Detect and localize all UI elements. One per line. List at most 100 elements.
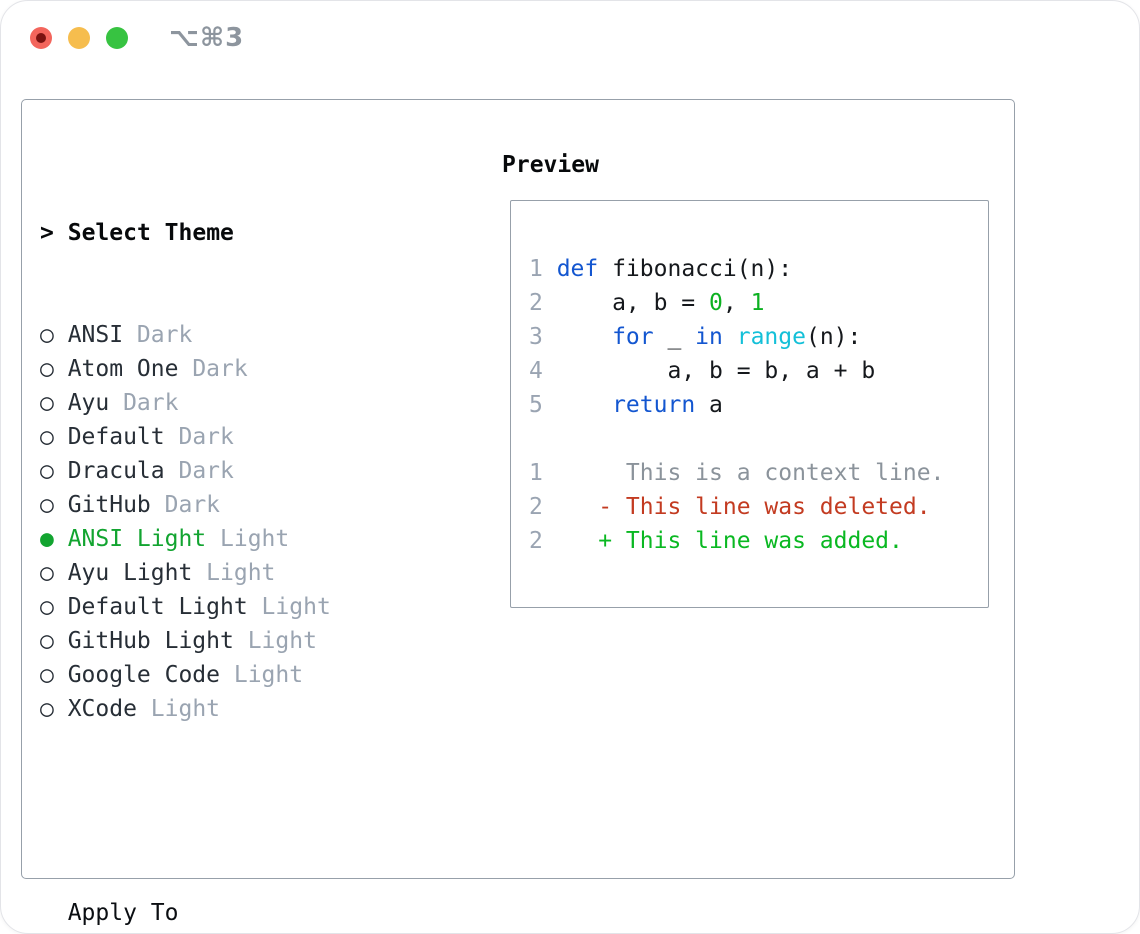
radio-icon: ○ — [40, 322, 54, 348]
theme-name: Default — [67, 424, 165, 450]
code-token-pl: _ — [653, 324, 696, 350]
code-line: 5 return a — [529, 388, 988, 422]
radio-icon: ○ — [40, 594, 54, 620]
code-line — [529, 422, 988, 456]
theme-variant: Light — [233, 628, 317, 654]
radio-selected-icon: ● — [40, 526, 54, 552]
code-token-pl: a, b = b, a + b — [556, 358, 876, 384]
code-token-kw: def — [556, 256, 599, 282]
focus-caret-icon: > — [40, 220, 54, 246]
code-token-num: 1 — [750, 290, 765, 316]
select-theme-header: > Select Theme — [40, 216, 428, 250]
theme-variant: Dark — [164, 424, 234, 450]
theme-selector-column: > Select Theme ○ANSI Dark○Atom One Dark○… — [40, 148, 428, 933]
theme-option-dracula[interactable]: ○Dracula Dark — [40, 454, 428, 488]
main-panel: > Select Theme ○ANSI Dark○Atom One Dark○… — [21, 99, 1015, 926]
line-number: 3 — [529, 324, 543, 350]
radio-icon: ○ — [40, 356, 54, 382]
code-token-pl: fibonacci(n): — [598, 256, 793, 282]
code-token-del: - This line was deleted. — [556, 494, 931, 520]
theme-option-atom-one[interactable]: ○ Atom One Dark — [40, 352, 428, 386]
radio-icon: ○ — [40, 492, 54, 518]
preview-header: Preview — [502, 152, 599, 178]
theme-option-xcode[interactable]: ○ XCode Light — [40, 692, 428, 726]
code-token-fn: range — [736, 324, 806, 350]
line-number — [529, 422, 557, 456]
code-line: 2 + This line was added. — [529, 524, 988, 558]
code-token-pl — [557, 324, 612, 350]
line-number — [529, 218, 557, 252]
theme-variant: Light — [192, 560, 276, 586]
theme-variant: Light — [220, 662, 304, 688]
theme-name: Atom One — [67, 356, 179, 382]
theme-name: Ayu Light — [67, 560, 193, 586]
radio-icon: ○ — [40, 560, 54, 586]
code-line: 3 for _ in range(n): — [529, 320, 988, 354]
minimize-button-icon[interactable] — [68, 27, 90, 49]
close-button-dot — [36, 33, 46, 43]
code-token-num: 0 — [709, 290, 723, 316]
theme-name: Ayu — [67, 390, 110, 416]
code-line — [529, 558, 988, 592]
radio-icon: ○ — [40, 696, 54, 722]
select-theme-header-label: Select Theme — [67, 220, 234, 246]
theme-list: ○ ANSI Dark ○ Atom One Dark ○ Ayu Dark ○ Defaul… — [40, 318, 428, 726]
theme-option-ansi[interactable]: ○ANSI Dark — [40, 318, 428, 352]
theme-variant: Dark — [109, 390, 179, 416]
line-number: 4 — [529, 358, 543, 384]
line-number: 2 — [529, 494, 543, 520]
theme-name: Google Code — [67, 662, 221, 688]
theme-name: GitHub Light — [67, 628, 234, 654]
code-token-pl: a, b = — [556, 290, 710, 316]
code-line: 1 def fibonacci(n): — [529, 252, 988, 286]
theme-option-github-light[interactable]: ○ GitHub Light Light — [40, 624, 428, 658]
line-number: 1 — [529, 460, 543, 486]
line-number: 2 — [529, 528, 543, 554]
theme-variant: Light — [247, 594, 331, 620]
theme-option-ayu[interactable]: ○ Ayu Dark — [40, 386, 428, 420]
code-token-kw: in — [695, 324, 723, 350]
theme-option-default[interactable]: ○ Default Dark — [40, 420, 428, 454]
theme-name: XCode — [67, 696, 137, 722]
line-number — [529, 558, 557, 592]
theme-option-google-code[interactable]: ○ Google Code Light — [40, 658, 428, 692]
code-token-add: + This line was added. — [556, 528, 903, 554]
zoom-button-icon[interactable] — [106, 27, 128, 49]
theme-option-github[interactable]: ○ GitHub Dark — [40, 488, 428, 522]
code-token-ctx: This is a context line. — [556, 460, 945, 486]
radio-icon: ○ — [40, 628, 54, 654]
line-number: 5 — [529, 392, 543, 418]
code-line — [529, 218, 988, 252]
code-line: 2 a, b = 0, 1 — [529, 286, 988, 320]
theme-option-ansi-light[interactable]: ●ANSI Light Light — [40, 522, 428, 556]
theme-variant: Dark — [164, 458, 234, 484]
code-token-kw: return — [612, 392, 696, 418]
apply-to-header: Apply To — [67, 900, 179, 926]
theme-name: GitHub — [67, 492, 151, 518]
theme-variant: Dark — [150, 492, 221, 518]
theme-name: Default Light — [67, 594, 248, 620]
theme-variant: Light — [206, 526, 290, 552]
code-line: 1 This is a context line. — [529, 456, 988, 490]
code-token-pl: , — [722, 290, 751, 316]
theme-name: ANSI — [67, 322, 124, 348]
code-line: 2 - This line was deleted. — [529, 490, 988, 524]
code-token-pl: a — [695, 392, 723, 418]
theme-name: Dracula — [67, 458, 165, 484]
radio-icon: ○ — [40, 662, 54, 688]
theme-variant: Dark — [178, 356, 248, 382]
close-button-icon[interactable] — [30, 27, 52, 49]
theme-option-default-light[interactable]: ○ Default Light Light — [40, 590, 428, 624]
theme-option-ayu-light[interactable]: ○ Ayu Light Light — [40, 556, 428, 590]
code-token-pl — [723, 324, 737, 350]
titlebar: ⌥⌘3 — [1, 1, 1139, 75]
radio-icon: ○ — [40, 424, 54, 450]
theme-variant: Light — [136, 696, 221, 722]
code-token-pl — [557, 392, 612, 418]
spacer — [40, 794, 428, 828]
line-number: 1 — [529, 256, 543, 282]
radio-icon: ○ — [40, 390, 54, 416]
code-token-pl: (n): — [805, 324, 862, 350]
